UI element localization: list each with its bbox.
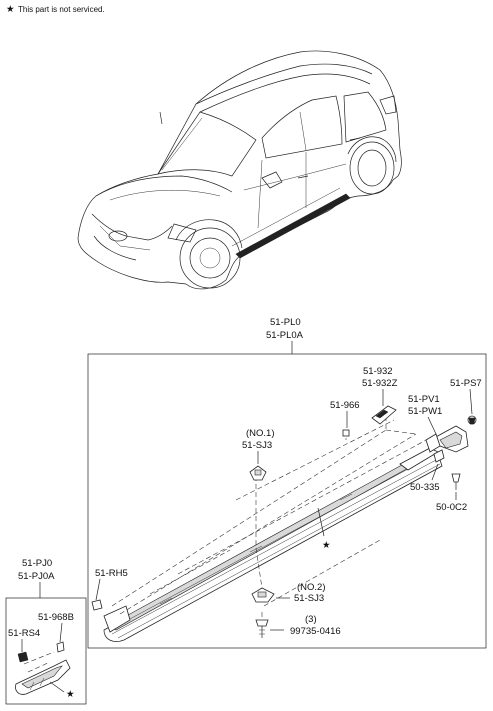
end-piece-51-pj0 — [15, 651, 71, 695]
label-51-sj3-top: 51-SJ3 — [242, 440, 272, 451]
label-51-pj0a: 51-PJ0A — [18, 571, 55, 582]
clip-51-sj3-bottom — [251, 587, 275, 603]
label-51-sj3-bottom: 51-SJ3 — [294, 593, 324, 604]
label-51-968b: 51-968B — [38, 612, 74, 623]
bracket-51-932 — [371, 405, 397, 425]
assembly-frame — [87, 353, 487, 649]
clip-51-968b — [56, 641, 65, 653]
note-text: This part is not serviced. — [18, 5, 105, 14]
vehicle-illustration — [77, 50, 402, 290]
end-cap-51-pv1 — [425, 425, 469, 453]
label-51-rs4: 51-RS4 — [8, 628, 40, 639]
label-51-rh5: 51-RH5 — [95, 568, 128, 579]
label-51-966: 51-966 — [330, 400, 360, 411]
label-50-0c2: 50-0C2 — [436, 502, 467, 513]
clip-51-966 — [342, 429, 350, 437]
label-51-pv1: 51-PV1 — [408, 394, 440, 405]
label-51-932z: 51-932Z — [362, 378, 398, 389]
label-51-pj0: 51-PJ0 — [22, 558, 52, 569]
star-icon: ★ — [66, 689, 75, 700]
label-51-ps7: 51-PS7 — [450, 378, 482, 389]
clip-50-335 — [433, 449, 445, 463]
label-50-335: 50-335 — [410, 482, 440, 493]
label-no2: (NO.2) — [297, 582, 326, 593]
star-icon: ★ — [6, 4, 15, 15]
clip-51-sj3-top — [249, 465, 267, 481]
label-99735-0416: 99735-0416 — [290, 626, 341, 637]
screw-50-0c2 — [451, 473, 461, 490]
star-icon: ★ — [322, 540, 331, 551]
clip-51-rs4 — [17, 651, 29, 663]
label-no1: (NO.1) — [246, 428, 275, 439]
not-serviced-note: ★ This part is not serviced. — [6, 4, 105, 15]
label-51-932: 51-932 — [363, 366, 393, 377]
screw-99735-0416 — [255, 619, 269, 638]
side-sill-garnish — [103, 447, 443, 642]
label-qty-3: (3) — [305, 614, 317, 625]
clip-51-ps7 — [467, 415, 477, 425]
label-51-pl0a: 51-PL0A — [266, 330, 304, 341]
label-51-pl0: 51-PL0 — [270, 317, 301, 328]
clip-51-rh5 — [91, 599, 103, 611]
sub-assembly-frame — [5, 597, 87, 705]
label-51-pw1: 51-PW1 — [408, 406, 442, 417]
